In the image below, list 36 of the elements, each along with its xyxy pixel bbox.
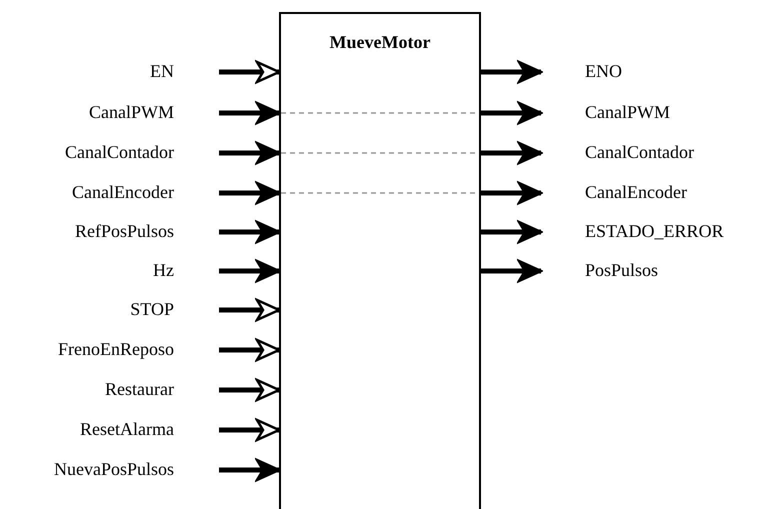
arrow (481, 60, 542, 84)
arrow (219, 260, 280, 282)
arrow (219, 298, 280, 322)
arrow (481, 102, 542, 124)
arrow (481, 260, 542, 282)
pin-label: RefPosPulsos (74, 220, 174, 242)
pin-label: ENO (585, 60, 622, 82)
arrow (219, 182, 280, 204)
pin-label: CanalContador (585, 141, 694, 163)
arrow (219, 338, 280, 362)
arrow (219, 458, 280, 482)
block-title: MueveMotor (328, 32, 432, 53)
pin-label: CanalEncoder (72, 181, 174, 203)
arrow (481, 142, 542, 164)
arrow (219, 102, 280, 124)
pin-label: Restaurar (105, 378, 174, 400)
arrow (481, 182, 542, 204)
pin-label: CanalContador (65, 141, 174, 163)
pin-label: ResetAlarma (80, 418, 174, 440)
arrow (219, 60, 280, 84)
arrow (219, 378, 280, 402)
pin-label: EN (150, 60, 174, 82)
pin-label: PosPulsos (585, 259, 658, 281)
arrow (219, 418, 280, 442)
pin-label: CanalEncoder (585, 181, 687, 203)
pin-label: CanalPWM (585, 101, 670, 123)
arrow (219, 220, 280, 244)
arrow (481, 220, 542, 244)
pin-label: FrenoEnReposo (58, 338, 174, 360)
pin-label: CanalPWM (89, 101, 174, 123)
function-block (279, 12, 481, 509)
pin-label: ESTADO_ERROR (585, 220, 724, 242)
pin-label: NuevaPosPulsos (54, 458, 174, 480)
pin-label: Hz (153, 259, 174, 281)
arrow (219, 142, 280, 164)
pin-label: STOP (130, 298, 174, 320)
